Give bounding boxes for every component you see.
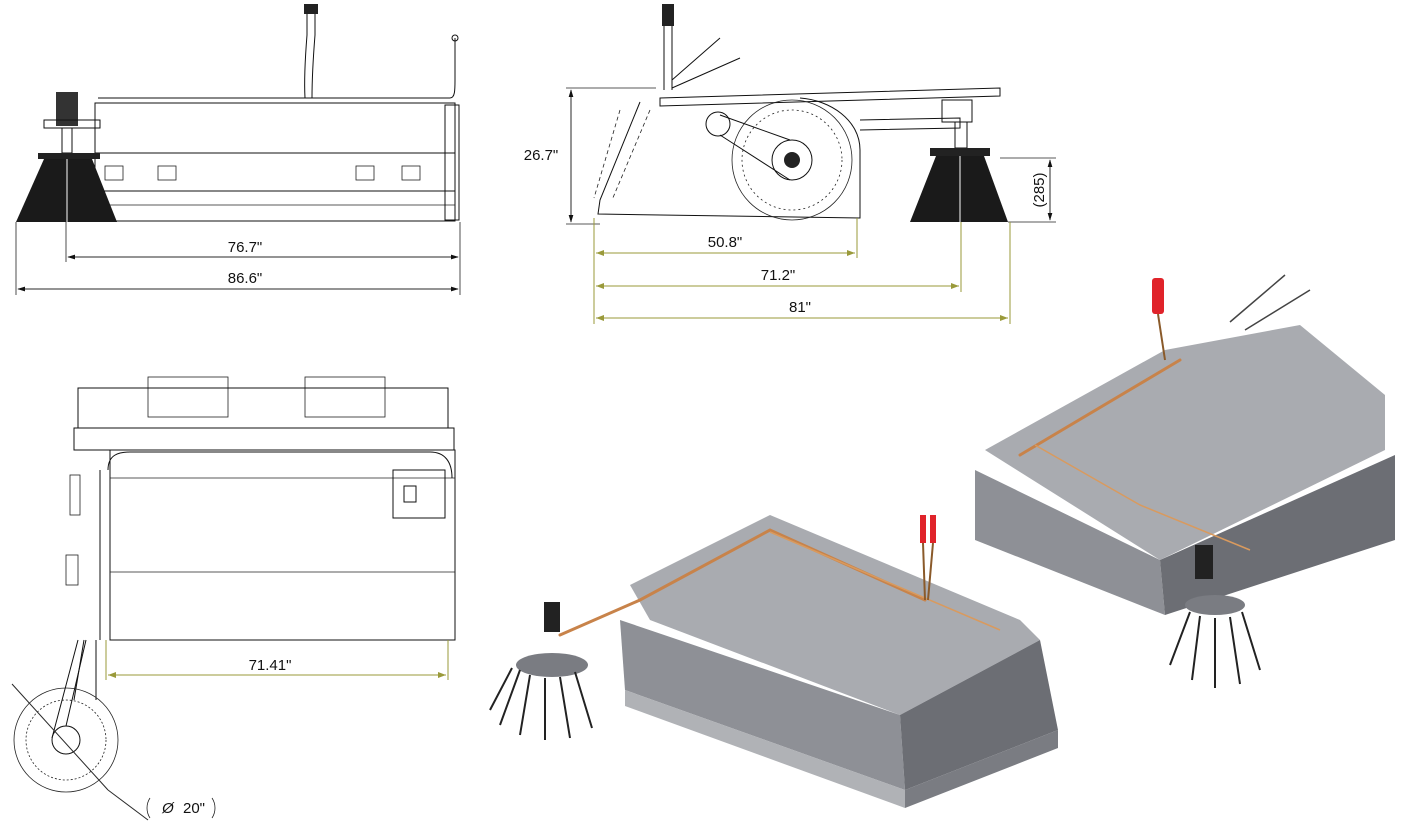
dim-side-brush-height: (285) [1031, 172, 1048, 207]
dim-side-a: 50.8" [708, 234, 743, 251]
dim-side-c: 81" [789, 299, 811, 316]
dim-side-b: 71.2" [761, 267, 796, 284]
diameter-symbol: Ø [161, 800, 175, 817]
dim-front-inner: 76.7" [228, 239, 263, 256]
dim-side-height: 26.7" [524, 147, 559, 164]
front-view [15, 4, 461, 295]
isometric-view-rear [975, 274, 1395, 688]
dim-top-width: 71.41" [249, 657, 292, 674]
dim-front-outer: 86.6" [228, 270, 263, 287]
side-view [566, 4, 1056, 324]
dim-brush-diameter: 20" [183, 800, 205, 817]
isometric-view-front [489, 515, 1058, 808]
top-view [11, 376, 456, 821]
